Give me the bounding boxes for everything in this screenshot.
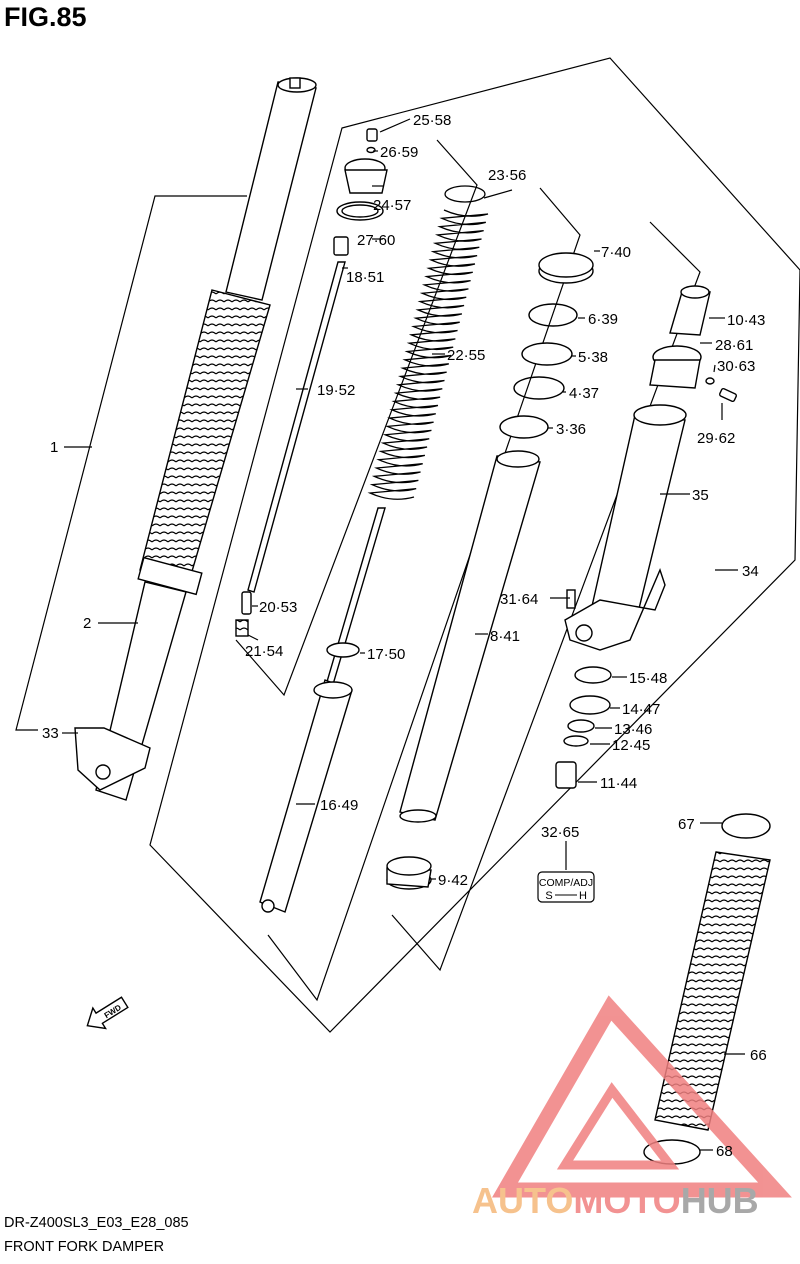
- callout-c16: 16·49: [320, 797, 358, 814]
- assembly-box-spring: [235, 139, 478, 697]
- callout-labels: 1 2 33 25·58 26·59 24·57 27·60 18·51 19·52 20·53 2…: [42, 112, 767, 1160]
- compression-valve-parts: [555, 666, 612, 789]
- inner-tube-assembly: [564, 285, 737, 651]
- callout-c15: 15·48: [629, 670, 667, 687]
- callout-c6: 6·39: [588, 311, 618, 328]
- callout-c34: 34: [742, 563, 759, 580]
- adjuster-tag-hard: H: [579, 890, 587, 902]
- compression-adjuster-tag: COMP/ADJ S H: [537, 871, 595, 903]
- callout-c35: 35: [692, 487, 709, 504]
- cartridge-parts: [386, 252, 594, 890]
- assembly-box-damper: [267, 187, 581, 1002]
- callout-c26: 26·59: [380, 144, 418, 161]
- callout-c30: 30·63: [717, 358, 755, 375]
- callout-c27: 27·60: [357, 232, 395, 249]
- callout-c12: 12·45: [612, 737, 650, 754]
- watermark-hub: HUB: [681, 1180, 759, 1221]
- damper-top-parts: [235, 128, 388, 637]
- callout-c23: 23·56: [488, 167, 526, 184]
- callout-c14: 14·47: [622, 701, 660, 718]
- watermark-logo: AUTOMOTOHUB: [472, 995, 792, 1221]
- callout-c7: 7·40: [601, 244, 631, 261]
- callout-c17: 17·50: [367, 646, 405, 663]
- callout-c31: 31·64: [500, 591, 538, 608]
- watermark-auto: AUTO: [472, 1180, 573, 1221]
- callout-c33: 33: [42, 725, 59, 742]
- callout-c3: 3·36: [556, 421, 586, 438]
- callout-c18: 18·51: [346, 269, 384, 286]
- figure-code: DR-Z400SL3_E03_E28_085: [4, 1215, 189, 1231]
- callout-c66: 66: [750, 1047, 767, 1064]
- damper-rod-assembly: [259, 507, 386, 913]
- callout-c25: 25·58: [413, 112, 451, 129]
- adjuster-tag-soft: S: [545, 890, 552, 902]
- callout-c4: 4·37: [569, 385, 599, 402]
- assembly-box-outer-tube: [15, 195, 247, 731]
- adjuster-tag-line1: COMP/ADJ: [539, 877, 593, 889]
- leader-lines: [62, 118, 745, 1151]
- callout-c13: 13·46: [614, 721, 652, 738]
- callout-c1: 1: [50, 439, 58, 456]
- assembly-box-main: [149, 57, 800, 1033]
- callout-c32: 32·65: [541, 824, 579, 841]
- callout-c68: 68: [716, 1143, 733, 1160]
- outer-tube-assembly: [74, 77, 317, 801]
- callout-c2: 2: [83, 615, 91, 632]
- figure-caption: FRONT FORK DAMPER: [4, 1239, 165, 1255]
- fork-spring: [367, 185, 489, 500]
- callout-c28: 28·61: [715, 337, 753, 354]
- watermark-text: AUTOMOTOHUB: [472, 1180, 759, 1221]
- callout-c8: 8·41: [490, 628, 520, 645]
- callout-c21: 21·54: [245, 643, 283, 660]
- callout-c67: 67: [678, 816, 695, 833]
- callout-c20: 20·53: [259, 599, 297, 616]
- callout-c11: 11·44: [600, 775, 637, 792]
- forward-arrow-icon: FWD: [86, 996, 129, 1030]
- figure-title: FIG.85: [4, 2, 87, 32]
- callout-c19: 19·52: [317, 382, 355, 399]
- callout-c10: 10·43: [727, 312, 765, 329]
- callout-c29: 29·62: [697, 430, 735, 447]
- lower-boot-parts: [643, 813, 771, 1165]
- callout-c24: 24·57: [373, 197, 411, 214]
- callout-c5: 5·38: [578, 349, 608, 366]
- callout-c9: 9·42: [438, 872, 468, 889]
- callout-c22: 22·55: [447, 347, 485, 364]
- watermark-moto: MOTO: [573, 1180, 680, 1221]
